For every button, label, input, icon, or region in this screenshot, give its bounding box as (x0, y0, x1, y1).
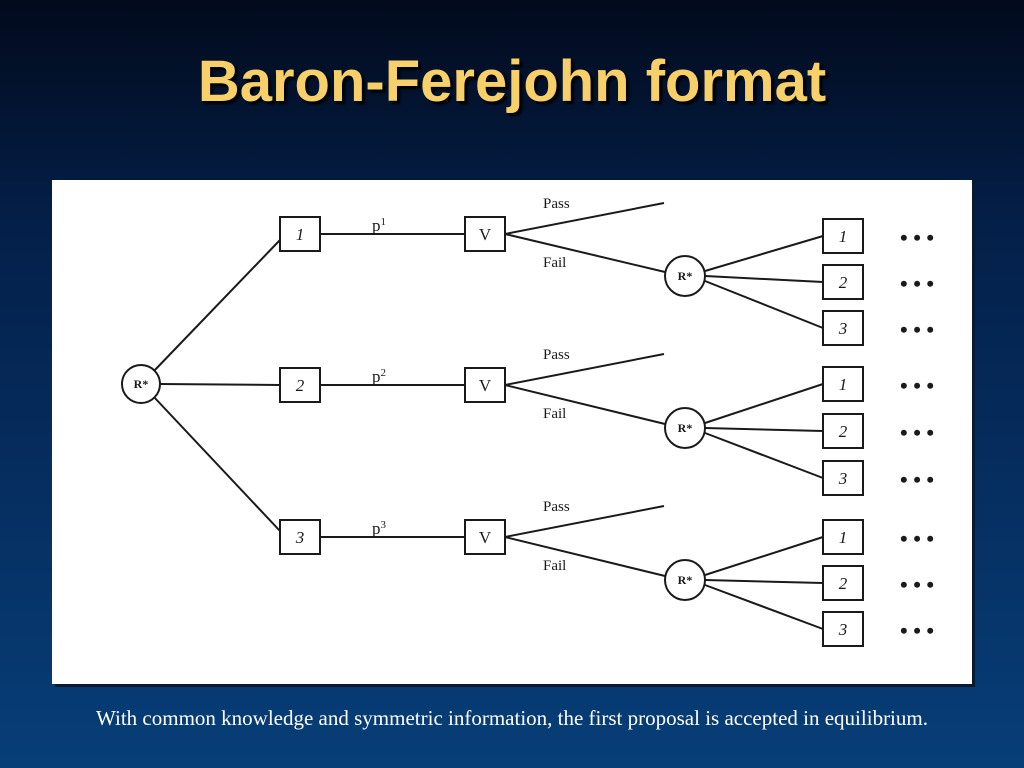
recognition-node-1-label: R* (678, 269, 693, 283)
next-proposer-node-1-1 (822, 218, 864, 254)
vote-node-1 (464, 216, 506, 252)
pass-edge-2 (504, 353, 665, 386)
next-proposer-node-2-3-label: 3 (838, 469, 848, 488)
root-edge-3 (152, 395, 281, 532)
recognition-node-2-label: R* (678, 421, 693, 435)
proposer-node-2-label: 2 (296, 376, 305, 395)
proposer-node-1-label: 1 (296, 225, 305, 244)
next-proposer-node-2-3 (822, 460, 864, 496)
pass-edge-1 (504, 202, 665, 235)
next-edge-1-3 (704, 280, 824, 329)
probability-label-3: p3 (372, 519, 387, 538)
continuation-ellipsis-1-1: • • • (900, 225, 934, 250)
next-proposer-node-2-1-label: 1 (839, 375, 848, 394)
next-proposer-node-3-1-label: 1 (839, 528, 848, 547)
vote-node-3-label: V (479, 528, 492, 547)
proposer-node-3 (279, 519, 321, 555)
continuation-ellipsis-2-3: • • • (900, 467, 934, 492)
pass-label-1: Pass (543, 196, 570, 212)
slide-caption: With common knowledge and symmetric info… (96, 706, 928, 730)
continuation-ellipsis-2-2: • • • (900, 420, 934, 445)
probability-label-2: p2 (372, 367, 386, 386)
next-edge-3-1 (704, 536, 824, 576)
probability-label-1: p1 (372, 216, 386, 235)
next-edge-3-2 (704, 579, 824, 584)
next-edge-1-1 (704, 235, 824, 272)
next-proposer-node-1-3 (822, 310, 864, 346)
next-proposer-node-1-3-label: 3 (838, 319, 848, 338)
next-proposer-node-2-2 (822, 413, 864, 449)
next-edge-3-3 (704, 584, 824, 630)
next-proposer-node-3-2-label: 2 (839, 574, 848, 593)
vote-node-1-label: V (479, 225, 492, 244)
continuation-ellipsis-3-2: • • • (900, 572, 934, 597)
recognition-node-2 (664, 407, 706, 449)
fail-label-2: Fail (543, 406, 566, 422)
pass-edge-3 (504, 505, 665, 538)
next-proposer-node-1-1-label: 1 (839, 227, 848, 246)
vote-node-2-label: V (479, 376, 492, 395)
vote-node-3 (464, 519, 506, 555)
proposer-node-1 (279, 216, 321, 252)
fail-label-3: Fail (543, 558, 566, 574)
next-proposer-node-1-2 (822, 264, 864, 300)
next-proposer-node-1-2-label: 2 (839, 273, 848, 292)
continuation-ellipsis-3-3: • • • (900, 618, 934, 643)
pass-label-2: Pass (543, 347, 570, 363)
root-recognition-node-label: R* (134, 377, 149, 391)
root-recognition-node (121, 364, 161, 404)
next-proposer-node-3-2 (822, 565, 864, 601)
next-proposer-node-2-2-label: 2 (839, 422, 848, 441)
next-proposer-node-3-3-label: 3 (838, 620, 848, 639)
next-proposer-node-3-1 (822, 519, 864, 555)
root-edge-2 (159, 383, 281, 386)
fail-edge-2 (504, 384, 666, 425)
proposer-node-3-label: 3 (295, 528, 305, 547)
next-edge-1-2 (704, 275, 824, 283)
fail-edge-1 (504, 233, 666, 273)
next-edge-2-1 (704, 383, 824, 424)
continuation-ellipsis-2-1: • • • (900, 373, 934, 398)
continuation-ellipsis-3-1: • • • (900, 526, 934, 551)
recognition-node-3 (664, 559, 706, 601)
next-edge-2-2 (704, 427, 824, 432)
continuation-ellipsis-1-2: • • • (900, 271, 934, 296)
slide-title: Baron-Ferejohn format (197, 49, 827, 114)
recognition-node-3-label: R* (678, 573, 693, 587)
next-proposer-node-2-1 (822, 366, 864, 402)
vote-node-2 (464, 367, 506, 403)
continuation-ellipsis-1-3: • • • (900, 317, 934, 342)
pass-label-3: Pass (543, 499, 570, 515)
recognition-node-1 (664, 255, 706, 297)
next-edge-2-3 (704, 432, 824, 479)
fail-label-1: Fail (543, 255, 566, 271)
fail-edge-3 (504, 536, 666, 577)
proposer-node-2 (279, 367, 321, 403)
next-proposer-node-3-3 (822, 611, 864, 647)
root-edge-1 (152, 239, 281, 373)
